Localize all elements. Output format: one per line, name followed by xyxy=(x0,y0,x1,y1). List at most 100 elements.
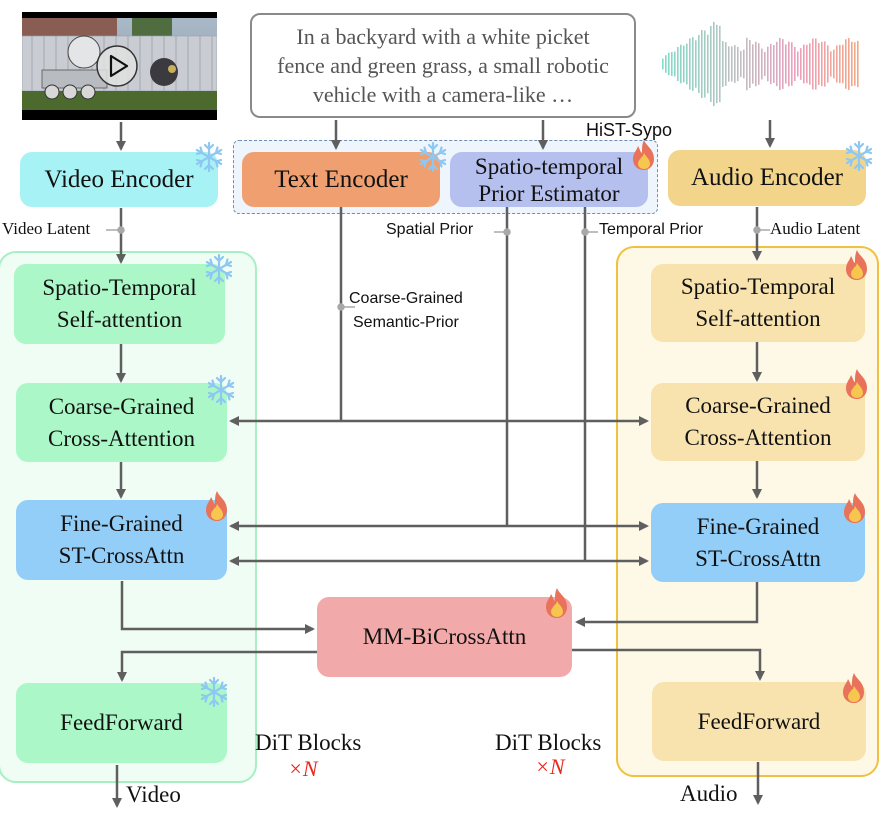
waveform-bar xyxy=(770,43,772,85)
video-output-label: Video xyxy=(126,782,181,807)
waveform-bar xyxy=(842,44,844,84)
waveform-bar xyxy=(719,25,721,103)
audio-coarse-line2: Cross-Attention xyxy=(684,425,832,450)
video-st-self-attention[interactable]: Spatio-Temporal Self-attention xyxy=(14,264,225,344)
waveform-bar xyxy=(728,46,730,82)
snowflake-icon xyxy=(200,676,228,708)
waveform-bar xyxy=(794,46,796,82)
waveform-bar xyxy=(686,43,688,85)
arrow-mm-to-video-ff xyxy=(117,650,317,682)
waveform-bar xyxy=(683,45,685,83)
audio-latent-label: Audio Latent xyxy=(770,219,861,238)
waveform-bar xyxy=(824,41,826,87)
text-encoder[interactable]: Text Encoder xyxy=(242,152,440,207)
waveform-bar xyxy=(839,44,841,84)
waveform-bar xyxy=(806,44,808,84)
snowflake-icon xyxy=(195,141,223,173)
audio-feedforward[interactable]: FeedForward xyxy=(652,682,866,761)
waveform-bar xyxy=(851,41,853,87)
fire-icon xyxy=(546,588,567,618)
waveform-bar xyxy=(668,52,670,76)
waveform-bar xyxy=(815,38,817,90)
video-coarse-line1: Coarse-Grained xyxy=(48,393,195,419)
creature-illustration xyxy=(150,58,178,86)
waveform-bar xyxy=(797,51,799,77)
audio-output-label: Audio xyxy=(680,781,738,806)
waveform-bar xyxy=(773,45,775,83)
hist-sypo-label: HiST-Sypo xyxy=(586,120,673,140)
video-frame-illustration xyxy=(21,12,218,120)
video-coarse-cross-attention[interactable]: Coarse-Grained Cross-Attention xyxy=(16,383,227,462)
waveform-bar xyxy=(743,49,745,79)
arrow-audio-fine-to-mm xyxy=(575,582,759,627)
temporal-prior-label: Temporal Prior xyxy=(599,221,704,238)
audio-st-self-line2: Self-attention xyxy=(695,306,821,331)
waveform-bar xyxy=(665,55,667,73)
audio-encoder-label: Audio Encoder xyxy=(690,164,844,191)
coarse-prior-line2: Semantic-Prior xyxy=(353,314,459,331)
waveform-bar xyxy=(725,42,727,86)
fire-icon xyxy=(846,369,867,399)
snowflake-icon xyxy=(419,141,447,173)
waveform-bar xyxy=(758,43,760,85)
audio-encoder[interactable]: Audio Encoder xyxy=(668,150,866,206)
waveform-bar xyxy=(713,21,715,107)
waveform-bar xyxy=(785,44,787,84)
st-prior-line1: Spatio-temporal xyxy=(474,153,624,179)
waveform-bar xyxy=(764,51,766,77)
waveform-bar xyxy=(749,39,751,89)
waveform-bar xyxy=(776,41,778,87)
waveform-bar xyxy=(677,47,679,81)
waveform-bar xyxy=(836,45,838,83)
waveform-bar xyxy=(695,40,697,88)
audio-coarse-cross-attention[interactable]: Coarse-Grained Cross-Attention xyxy=(651,383,865,461)
video-fine-grained-st-crossattn[interactable]: Fine-Grained ST-CrossAttn xyxy=(16,500,227,580)
video-dit-blocks-label: DiT Blocks xyxy=(255,730,362,755)
waveform-bar xyxy=(755,41,757,87)
waveform-bar xyxy=(674,51,676,77)
fire-icon xyxy=(846,250,867,280)
waveform-bar xyxy=(818,43,820,85)
waveform-bar xyxy=(779,37,781,91)
text-encoder-label: Text Encoder xyxy=(274,165,408,193)
video-latent-label: Video Latent xyxy=(2,219,91,238)
video-encoder[interactable]: Video Encoder xyxy=(20,152,218,207)
prompt-text: In a backyard with a white picket fence … xyxy=(277,24,609,107)
waveform-bar xyxy=(782,39,784,89)
audio-fine-grained-st-crossattn[interactable]: Fine-Grained ST-CrossAttn xyxy=(651,503,865,582)
fire-icon xyxy=(633,140,654,170)
waveform-bar xyxy=(848,38,850,90)
coarse-prior-line1: Coarse-Grained xyxy=(349,290,463,307)
video-fine-line1: Fine-Grained xyxy=(60,511,183,536)
waveform-bar xyxy=(716,24,718,104)
waveform-bar xyxy=(752,44,754,84)
waveform-bar xyxy=(809,43,811,85)
waveform-bar xyxy=(737,46,739,82)
video-st-self-line2: Self-attention xyxy=(56,307,183,332)
fire-icon xyxy=(844,493,865,523)
audio-dit-blocks-label: DiT Blocks xyxy=(495,730,602,755)
audio-st-self-attention[interactable]: Spatio-Temporal Self-attention xyxy=(651,264,865,342)
snowflake-icon xyxy=(207,374,235,406)
mm-bicrossattn[interactable]: MM-BiCrossAttn xyxy=(317,597,572,677)
video-feedforward[interactable]: FeedForward xyxy=(16,683,227,763)
waveform-bar xyxy=(722,41,724,87)
waveform-bar xyxy=(692,37,694,91)
waveform-bar xyxy=(803,44,805,84)
arrow-video-fine-to-mm xyxy=(120,581,315,634)
fire-icon xyxy=(206,491,227,521)
waveform-bar xyxy=(710,25,712,103)
audio-coarse-line1: Coarse-Grained xyxy=(685,393,831,418)
waveform-bar xyxy=(689,38,691,90)
snowflake-icon xyxy=(845,140,873,172)
waveform-bar xyxy=(791,42,793,86)
waveform-bar xyxy=(827,45,829,83)
waveform-bar xyxy=(698,34,700,94)
prompt-text-box[interactable]: In a backyard with a white picket fence … xyxy=(250,13,636,118)
waveform-bar xyxy=(821,41,823,87)
snowflake-icon xyxy=(205,253,233,285)
st-prior-estimator[interactable]: Spatio-temporal Prior Estimator xyxy=(450,152,648,207)
video-thumbnail[interactable] xyxy=(21,12,218,120)
waveform-bar xyxy=(812,38,814,90)
